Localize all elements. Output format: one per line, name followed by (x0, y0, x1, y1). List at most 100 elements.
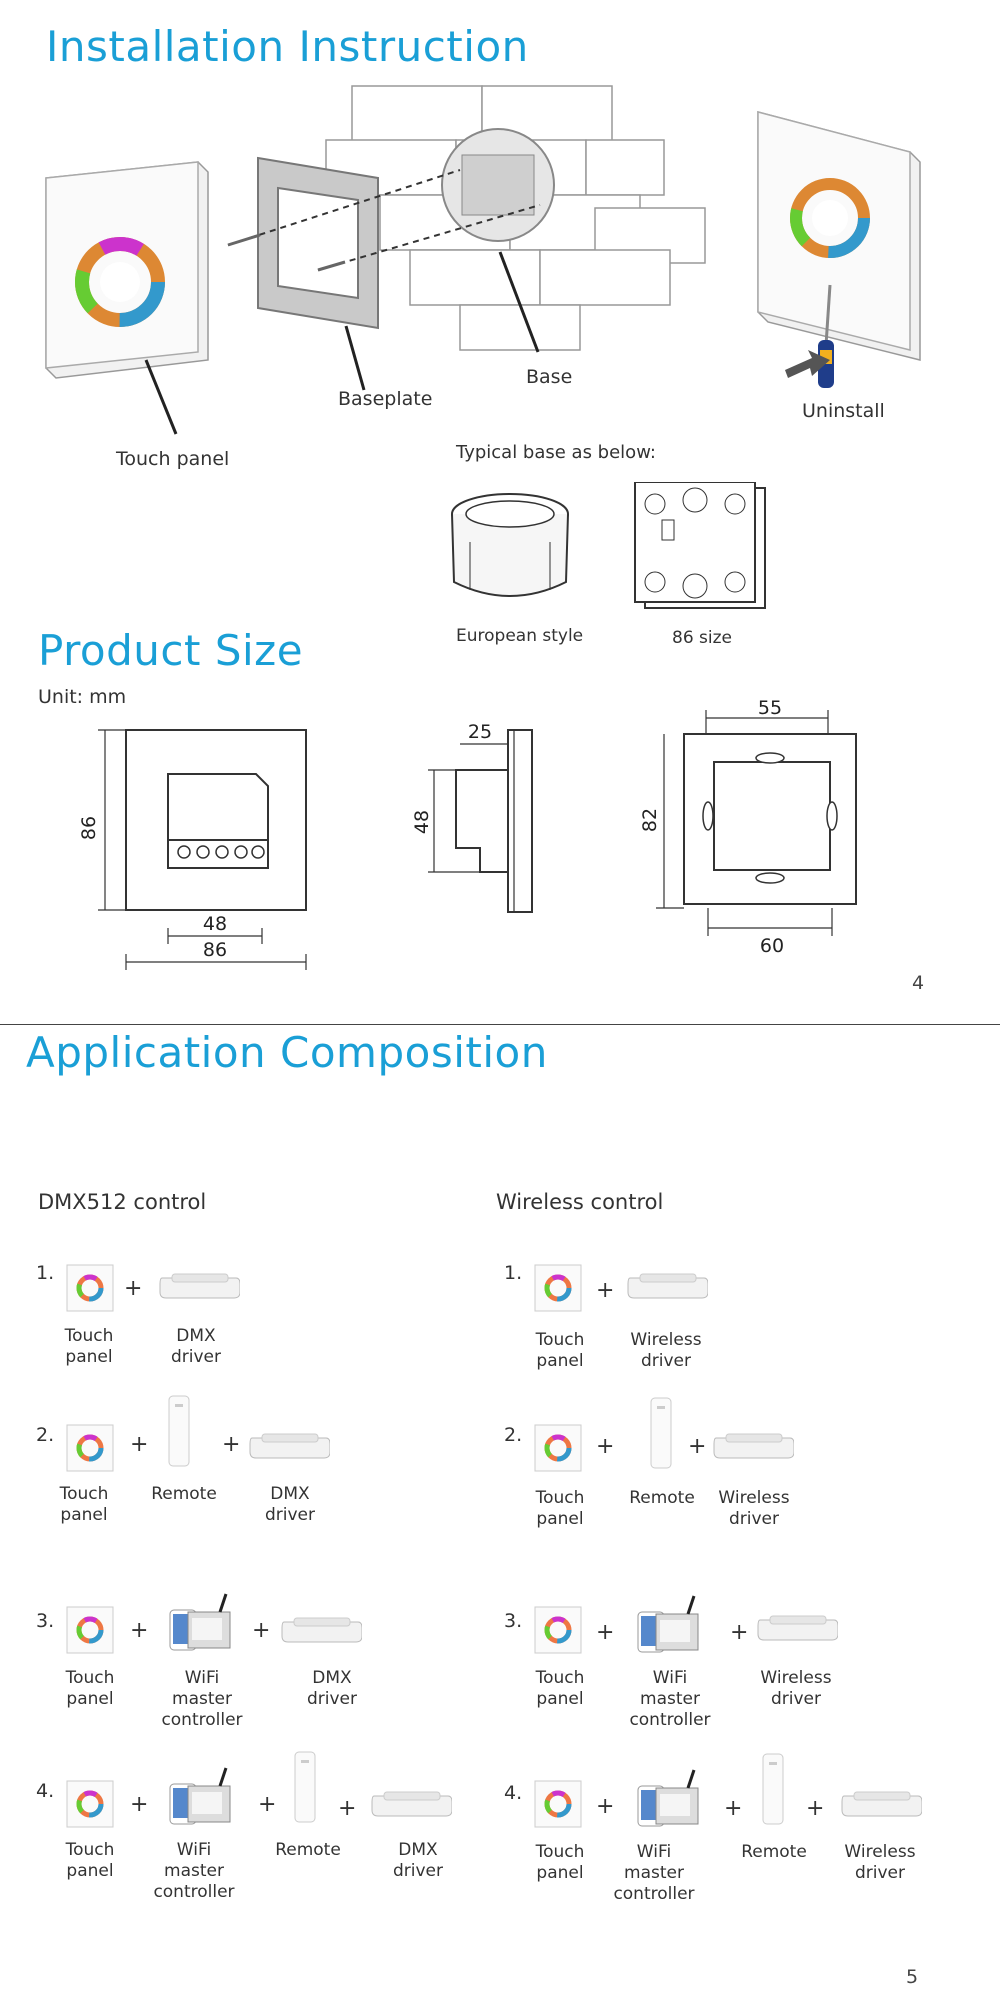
remote-caption: Remote (741, 1842, 807, 1862)
touch-panel-image (66, 1424, 114, 1472)
size86-label: 86 size (672, 628, 732, 648)
dim-front-width: 86 (203, 939, 227, 961)
plus-sign: + (130, 1792, 149, 1817)
dmx-driver-caption: DMX driver (392, 1840, 443, 1881)
wireless-control-header: Wireless control (496, 1190, 664, 1214)
installation-title: Installation Instruction (46, 22, 529, 71)
dim-back-height: 82 (639, 808, 661, 832)
plus-sign: + (730, 1620, 749, 1645)
touch-panel-caption: Touch panel (535, 1842, 585, 1883)
plus-sign: + (130, 1618, 149, 1643)
wifi-controller-image (632, 1594, 702, 1656)
touch-panel-image (66, 1606, 114, 1654)
page-number-4: 4 (912, 972, 925, 994)
dmx-driver-image (280, 1614, 363, 1644)
plus-sign: + (124, 1276, 143, 1301)
dmx-driver-image (248, 1430, 331, 1460)
dim-back-bottom: 60 (760, 935, 784, 957)
step-number: 2. (36, 1424, 55, 1446)
touch-panel-caption: Touch panel (64, 1326, 114, 1367)
touch-panel-caption: Touch panel (65, 1668, 115, 1709)
step-number: 3. (36, 1610, 55, 1632)
dmx-driver-image (158, 1270, 241, 1300)
remote-caption: Remote (151, 1484, 217, 1504)
wifi-controller-caption: WiFi master controller (161, 1668, 243, 1730)
plus-sign: + (338, 1796, 357, 1821)
touch-panel-caption: Touch panel (65, 1840, 115, 1881)
plus-sign: + (806, 1796, 825, 1821)
typical-base-drawings (451, 482, 766, 609)
touch-panel-caption: Touch panel (535, 1330, 585, 1371)
product-size-title: Product Size (38, 626, 304, 675)
step-number: 1. (36, 1262, 55, 1284)
label-uninstall: Uninstall (802, 400, 885, 422)
plus-sign: + (252, 1618, 271, 1643)
step-number: 3. (504, 1610, 523, 1632)
wireless-driver-caption: Wireless driver (760, 1668, 832, 1709)
touch-panel-image (534, 1606, 582, 1654)
touch-panel-image (534, 1264, 582, 1312)
plus-sign: + (688, 1434, 707, 1459)
remote-caption: Remote (275, 1840, 341, 1860)
remote-image (760, 1752, 786, 1826)
dmx-driver-caption: DMX driver (170, 1326, 221, 1367)
remote-image (648, 1396, 674, 1470)
remote-caption: Remote (629, 1488, 695, 1508)
dmx-driver-caption: DMX driver (264, 1484, 315, 1525)
touch-panel-image (66, 1780, 114, 1828)
plus-sign: + (130, 1432, 149, 1457)
touch-panel-caption: Touch panel (535, 1488, 585, 1529)
label-base: Base (526, 366, 573, 388)
plus-sign: + (222, 1432, 241, 1457)
plus-sign: + (596, 1794, 615, 1819)
wireless-driver-caption: Wireless driver (718, 1488, 790, 1529)
page-divider (0, 1024, 1000, 1025)
remote-image (292, 1750, 318, 1824)
wireless-driver-caption: Wireless driver (844, 1842, 916, 1883)
step-number: 1. (504, 1262, 523, 1284)
wifi-controller-image (164, 1766, 234, 1828)
european-style-label: European style (456, 626, 584, 646)
plus-sign: + (596, 1434, 615, 1459)
plus-sign: + (596, 1278, 615, 1303)
installation-diagram (45, 85, 921, 435)
wifi-controller-caption: WiFi master controller (629, 1668, 711, 1730)
label-baseplate: Baseplate (338, 388, 433, 410)
plus-sign: + (258, 1792, 277, 1817)
touch-panel-image (534, 1424, 582, 1472)
wireless-driver-caption: Wireless driver (630, 1330, 702, 1371)
step-number: 4. (504, 1782, 523, 1804)
application-title: Application Composition (26, 1028, 548, 1077)
dim-front-height: 86 (78, 816, 100, 840)
dim-side-depth: 25 (468, 721, 492, 743)
dimension-labels: 86 48 86 25 48 55 82 60 (78, 700, 784, 961)
typical-base-text: Typical base as below: (456, 442, 656, 463)
wireless-driver-image (712, 1430, 795, 1460)
dmx-control-header: DMX512 control (38, 1190, 207, 1214)
dim-front-inner: 48 (203, 913, 227, 935)
step-number: 2. (504, 1424, 523, 1446)
label-touch-panel: Touch panel (116, 448, 230, 470)
remote-image (166, 1394, 192, 1468)
touch-panel-caption: Touch panel (535, 1668, 585, 1709)
touch-panel-image (534, 1780, 582, 1828)
touch-panel-caption: Touch panel (59, 1484, 109, 1525)
dim-side-height: 48 (411, 810, 433, 834)
unit-label: Unit: mm (38, 686, 127, 708)
wifi-controller-image (164, 1592, 234, 1654)
touch-panel-image (66, 1264, 114, 1312)
plus-sign: + (596, 1620, 615, 1645)
wifi-controller-caption: WiFi master controller (613, 1842, 695, 1904)
page-number-5: 5 (906, 1966, 919, 1988)
product-size-drawings (98, 710, 857, 970)
wifi-controller-caption: WiFi master controller (153, 1840, 235, 1902)
wireless-driver-image (756, 1612, 839, 1642)
dmx-driver-image (370, 1788, 453, 1818)
wireless-driver-image (626, 1270, 709, 1300)
plus-sign: + (724, 1796, 743, 1821)
wifi-controller-image (632, 1768, 702, 1830)
wireless-driver-image (840, 1788, 923, 1818)
dmx-driver-caption: DMX driver (306, 1668, 357, 1709)
step-number: 4. (36, 1780, 55, 1802)
dim-back-width: 55 (758, 700, 782, 719)
